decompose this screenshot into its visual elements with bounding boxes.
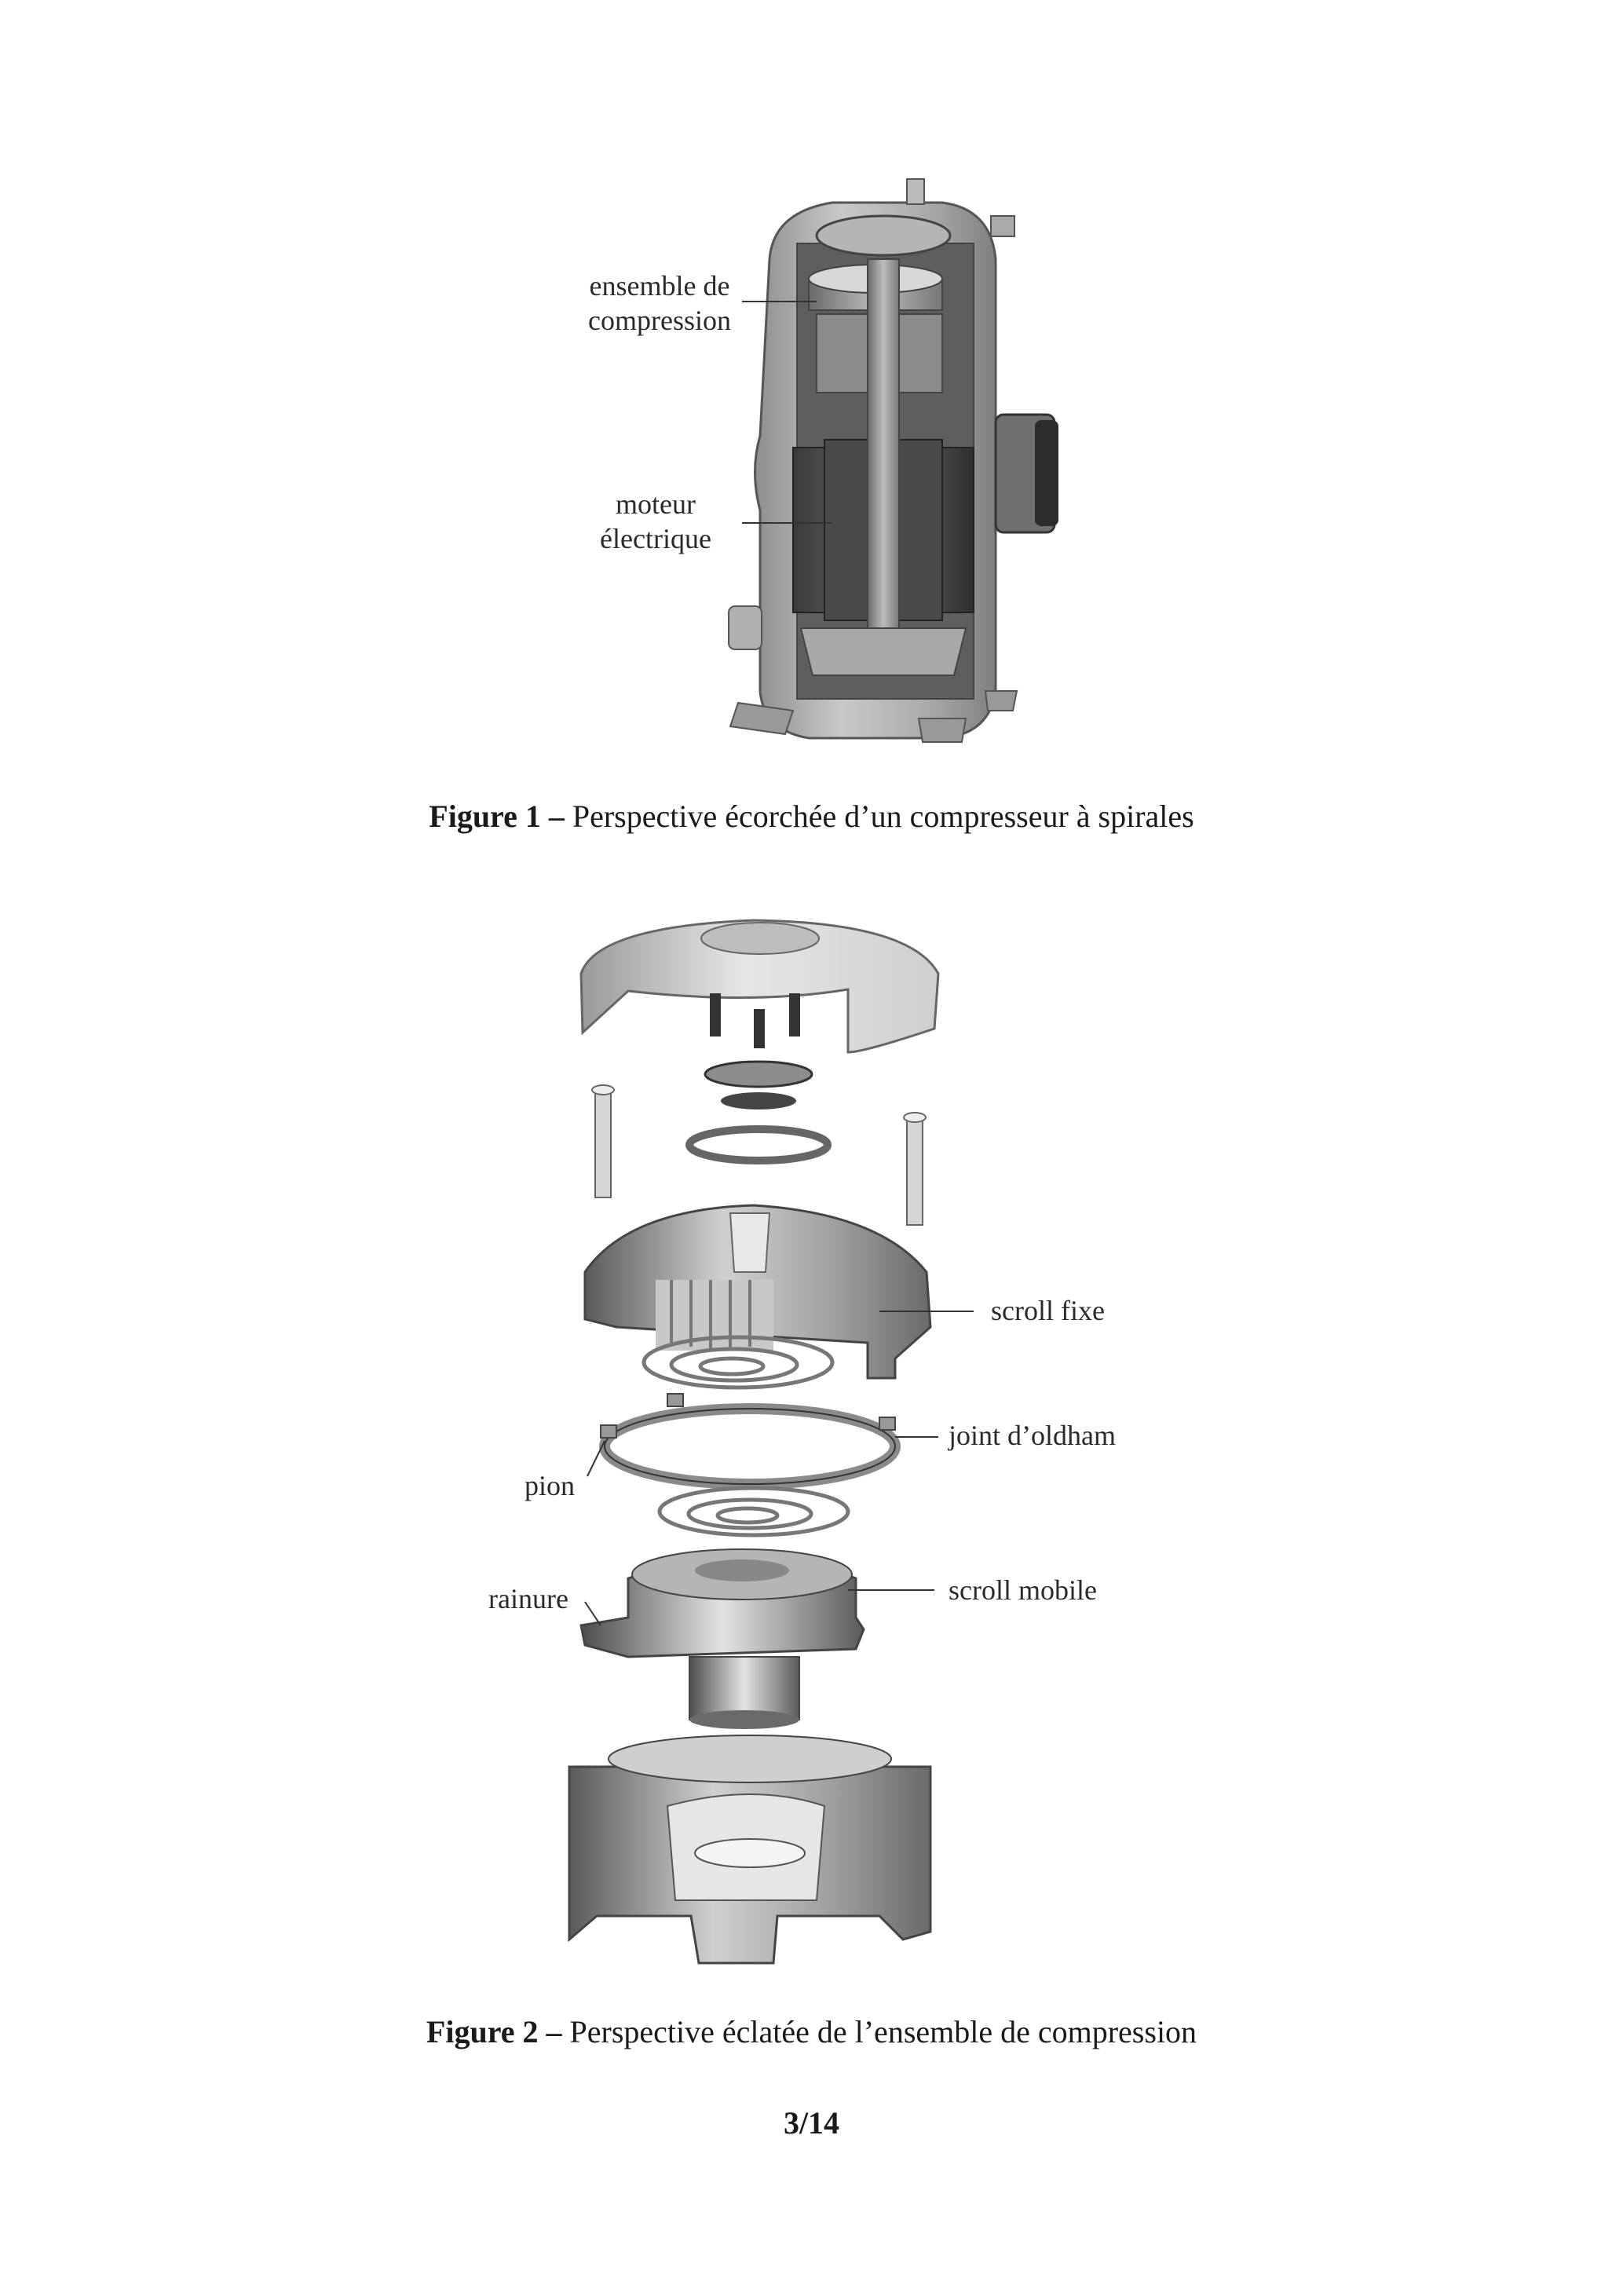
label-moteur-electrique: moteur électrique [557, 487, 754, 556]
label-motor-line1: moteur [616, 488, 696, 520]
figure2-caption-text: Perspective éclatée de l’ensemble de com… [561, 2014, 1197, 2049]
label-motor-line2: électrique [600, 523, 711, 554]
label-scroll-mobile: scroll mobile [949, 1574, 1097, 1606]
figure1-caption-number: Figure 1 – [429, 799, 565, 834]
label-compression-line2: compression [588, 305, 731, 336]
figure1-caption-text: Perspective écorchée d’un compresseur à … [564, 799, 1194, 834]
label-joint-oldham: joint d’oldham [949, 1420, 1116, 1451]
label-compression-line1: ensemble de [589, 270, 730, 302]
figure1-caption: Figure 1 – Perspective écorchée d’un com… [0, 798, 1623, 835]
figure1-compressor-illustration [728, 178, 1058, 743]
label-rainure: rainure [488, 1583, 568, 1614]
page-number: 3/14 [783, 2105, 840, 2141]
label-scroll-fixe: scroll fixe [991, 1295, 1105, 1326]
figure2-caption: Figure 2 – Perspective éclatée de l’ense… [0, 2013, 1623, 2051]
label-pion: pion [525, 1470, 576, 1501]
figure2-caption-number: Figure 2 – [426, 2014, 562, 2049]
label-ensemble-de-compression: ensemble de compression [550, 269, 769, 338]
